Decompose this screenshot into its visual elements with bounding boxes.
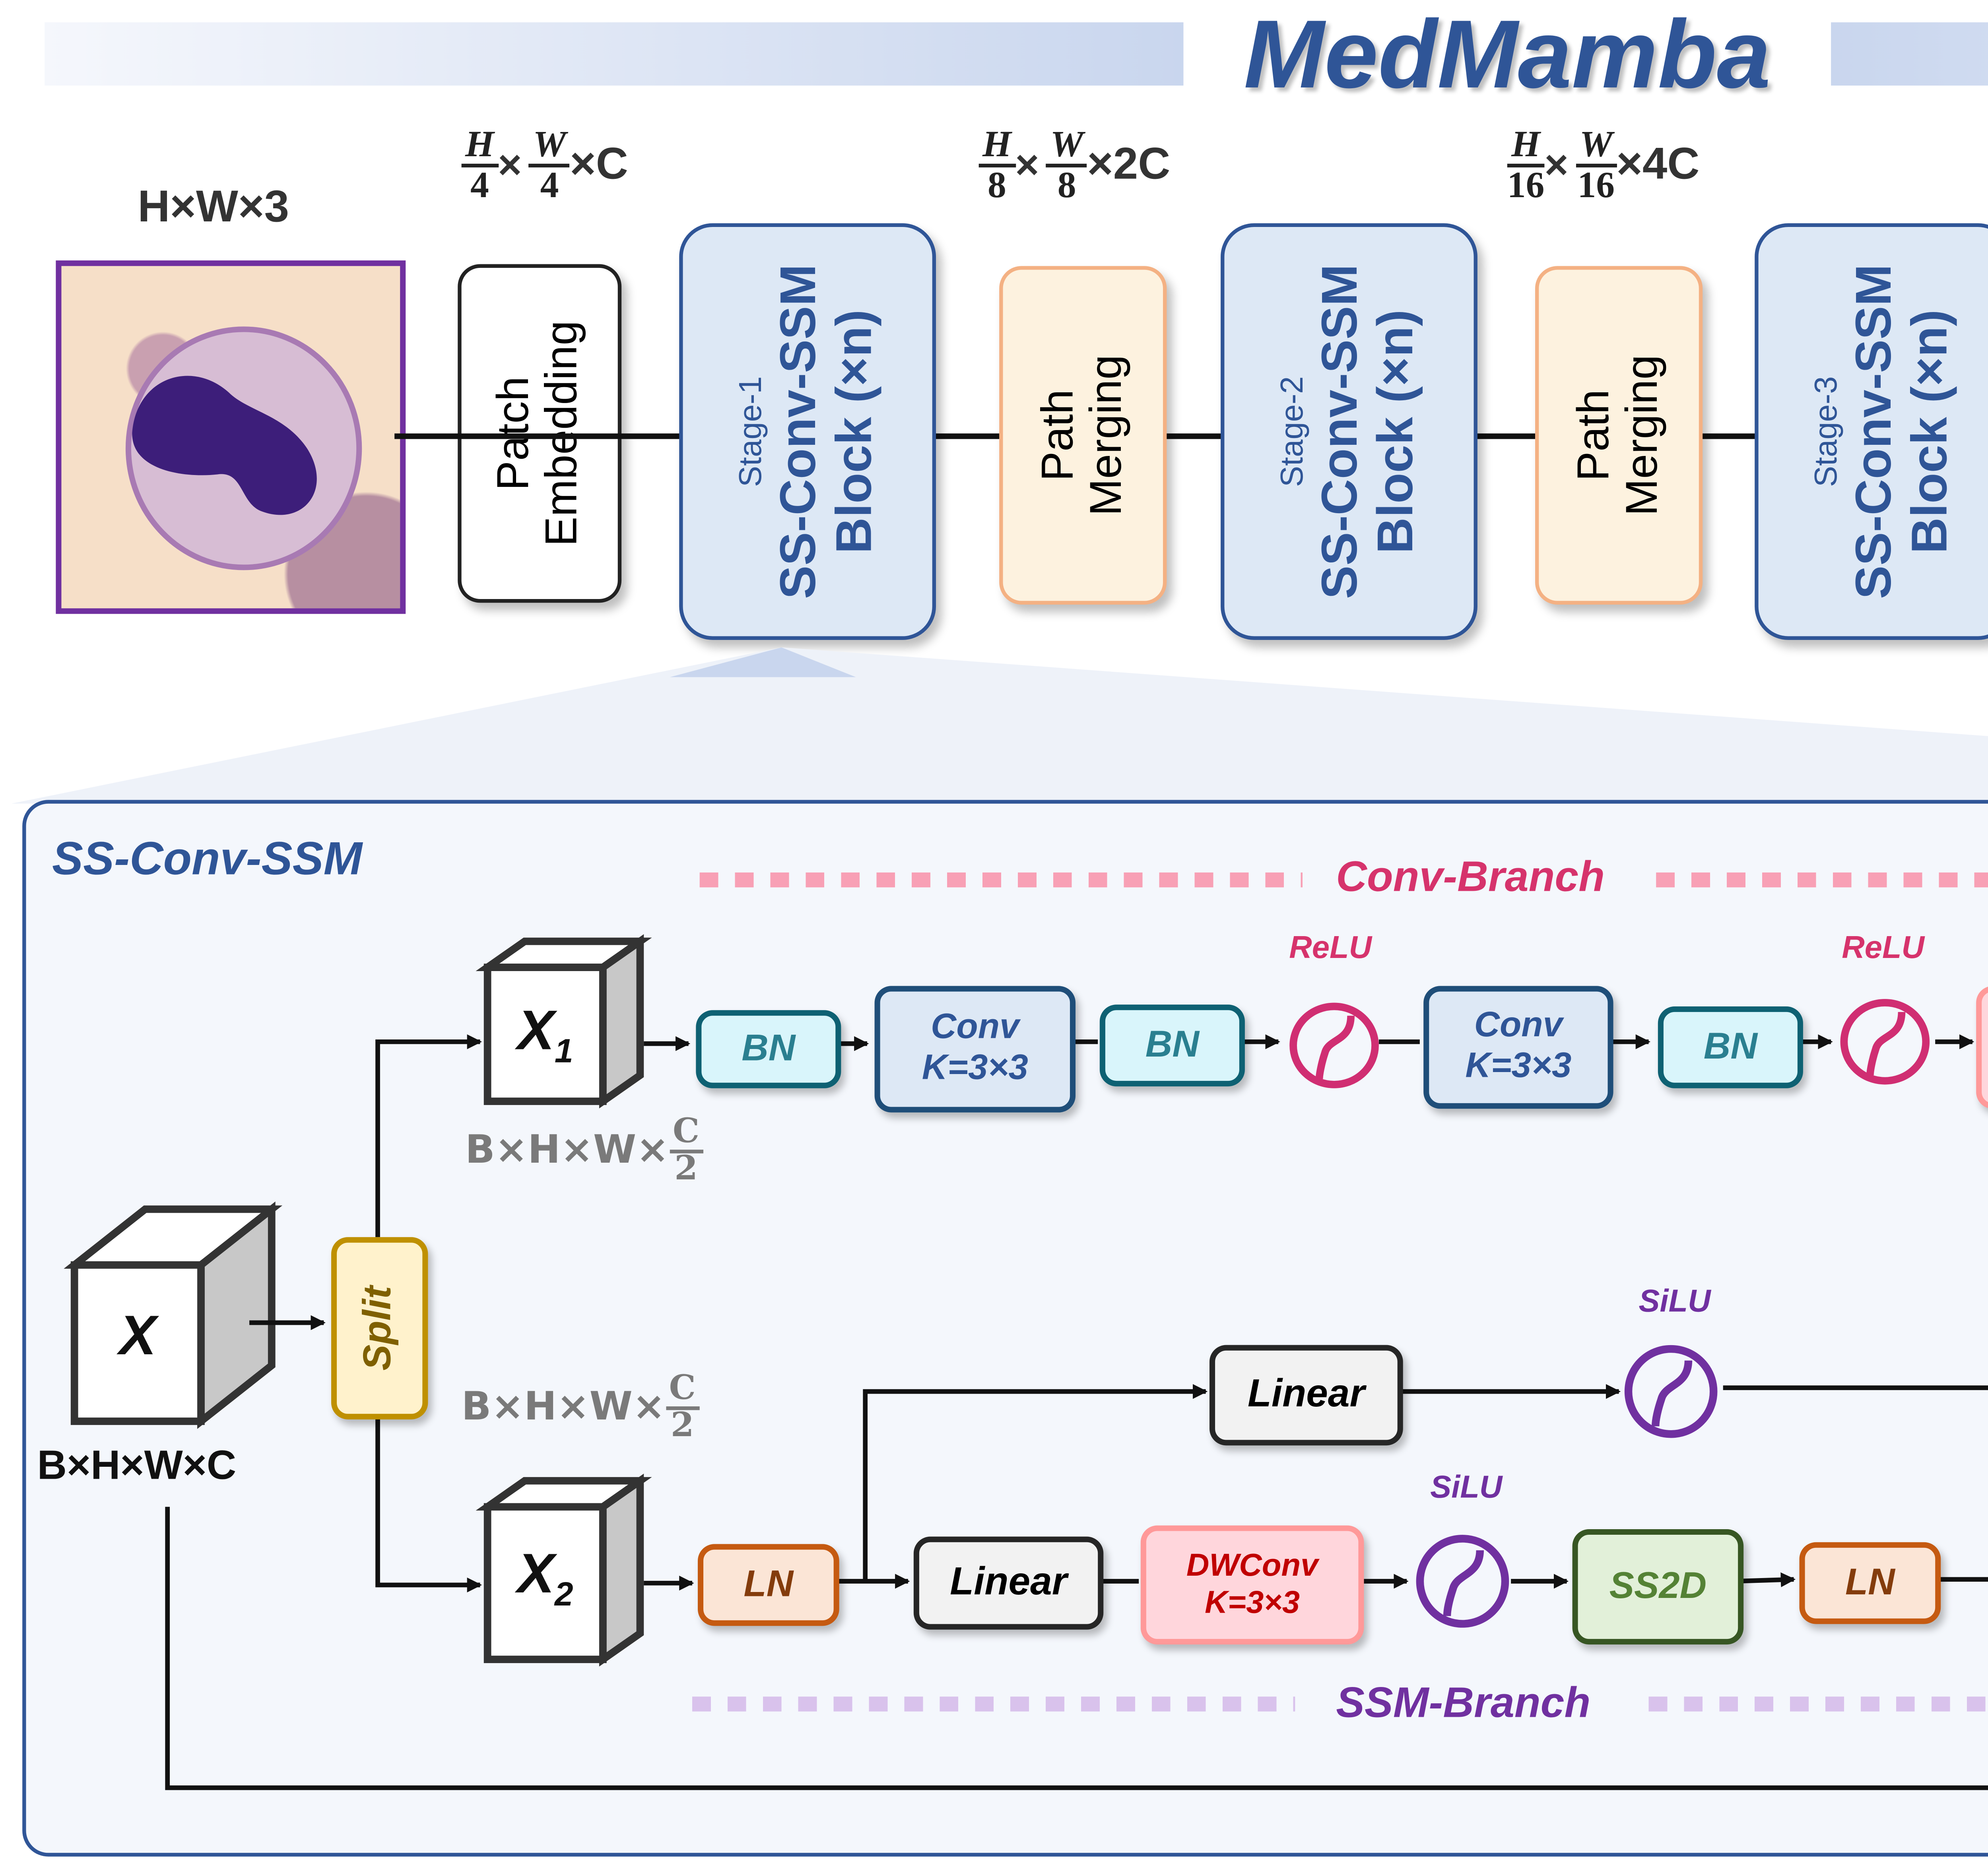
x1-label: X1	[517, 1001, 573, 1072]
times-sign: ×	[1544, 141, 1569, 188]
dim-h-den: 4	[470, 165, 489, 207]
ssm-branch-label: SSM-Branch	[1336, 1678, 1591, 1727]
pwconv-block: PWConv	[1976, 986, 1988, 1109]
dwconv-kernel: K=3×3	[1205, 1585, 1300, 1621]
dim-w-den: 16	[1577, 165, 1615, 207]
input-cube	[64, 1201, 283, 1429]
shape-den: 2	[670, 1406, 694, 1446]
shape-prefix: B×H×W×	[461, 1384, 666, 1429]
silu-activation-icon	[1414, 1533, 1511, 1629]
ssm-branch-divider	[692, 1697, 1295, 1712]
dim-c: ×C	[570, 140, 628, 190]
dim-h-num: H	[1507, 126, 1544, 168]
input-shape-label: B×H×W×C	[37, 1441, 237, 1488]
conv-kernel: K=3×3	[1465, 1047, 1572, 1087]
zoom-wedge	[11, 647, 1988, 804]
shape-num: C	[669, 1115, 703, 1154]
conv-kernel: K=3×3	[922, 1049, 1028, 1088]
linear-block-gate: Linear	[1209, 1345, 1403, 1446]
page-title: MedMamba	[1244, 2, 1771, 110]
x1-sub: 1	[554, 1032, 573, 1070]
ssm-branch-divider	[1648, 1697, 1988, 1712]
dim-c: ×2C	[1087, 140, 1171, 190]
x1-base: X	[517, 1001, 555, 1063]
times-sign: ×	[1015, 141, 1039, 188]
bn-block-3: BN	[1658, 1006, 1803, 1088]
conv-label: Conv	[1474, 1006, 1563, 1046]
dim-h-num: H	[978, 126, 1015, 168]
bn-block-1: BN	[696, 1010, 841, 1088]
cell-icon	[125, 326, 362, 570]
panel-title: SS-Conv-SSM	[52, 833, 363, 886]
dim-w-num: W	[1576, 126, 1617, 168]
dim-w-den: 8	[1057, 165, 1076, 207]
dwconv-label: DWConv	[1186, 1547, 1318, 1583]
relu-label-2: ReLU	[1842, 930, 1925, 966]
shape-num: C	[665, 1372, 700, 1410]
title-bar-left	[45, 22, 1184, 86]
linear-block-main: Linear	[913, 1536, 1104, 1630]
conv-branch-label: Conv-Branch	[1336, 852, 1605, 901]
conv-branch-divider	[699, 872, 1303, 888]
x2-sub: 2	[554, 1575, 573, 1613]
ss2d-block: SS2D	[1572, 1529, 1744, 1645]
split-block: Split	[331, 1237, 428, 1419]
dim-w-num: W	[1046, 126, 1087, 168]
x2-base: X	[517, 1544, 555, 1605]
silu-label-1: SiLU	[1430, 1470, 1503, 1505]
relu-activation-icon	[1288, 1001, 1381, 1090]
silu-label-2: SiLU	[1639, 1284, 1711, 1319]
silu-activation-icon	[1623, 1343, 1719, 1440]
bn-block-2: BN	[1099, 1004, 1245, 1087]
dim-h-num: H	[461, 126, 498, 168]
x1-cube	[476, 934, 652, 1109]
input-x-label: X	[119, 1306, 157, 1367]
ln-block-1: LN	[697, 1544, 839, 1626]
dim-w-den: 4	[540, 165, 559, 207]
split-label: Split	[357, 1286, 400, 1371]
input-image	[56, 260, 406, 614]
pipeline-connector	[394, 433, 1988, 438]
relu-label-1: ReLU	[1289, 930, 1372, 966]
x2-label: X2	[517, 1544, 573, 1615]
conv-branch-divider	[1656, 872, 1988, 888]
dim-c: ×4C	[1616, 140, 1700, 190]
input-shape-label: H×W×3	[138, 182, 289, 233]
relu-activation-icon	[1839, 997, 1932, 1086]
dim-h-den: 16	[1507, 165, 1545, 207]
shape-prefix: B×H×W×	[465, 1127, 669, 1172]
dim-w-num: W	[529, 126, 570, 168]
shape-den: 2	[674, 1150, 698, 1189]
title-bar-right	[1831, 22, 1988, 86]
x2-cube	[476, 1474, 652, 1667]
ln-block-2: LN	[1799, 1542, 1941, 1624]
dim-h-den: 8	[988, 165, 1006, 207]
times-sign: ×	[498, 141, 522, 188]
conv-label: Conv	[931, 1008, 1019, 1047]
